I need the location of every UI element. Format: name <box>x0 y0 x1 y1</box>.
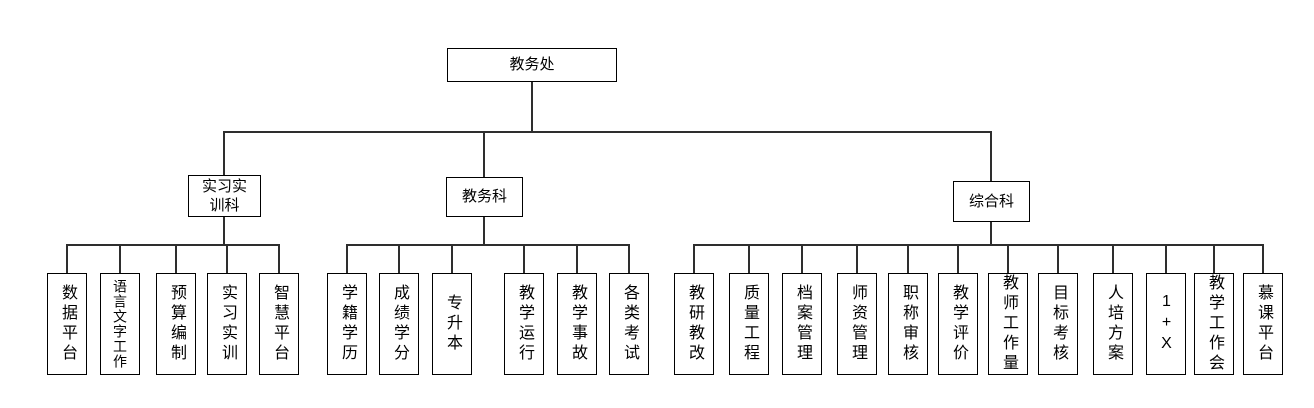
connectors <box>66 82 1264 274</box>
leaf-box: 预算编制 <box>156 273 196 375</box>
leaf-box: 目标考核 <box>1038 273 1078 375</box>
root-box: 教务处 <box>447 48 617 82</box>
leaf-box: 数据平台 <box>47 273 87 375</box>
leaf-box: 档案管理 <box>782 273 822 375</box>
leaf-box: 质量工程 <box>729 273 769 375</box>
leaf-box: 教学工作会 <box>1194 273 1234 375</box>
leaf-box: 慕课平台 <box>1243 273 1283 375</box>
leaf-box: 成绩学分 <box>379 273 419 375</box>
leaf-box: 教研教改 <box>674 273 714 375</box>
leaf-box: 实习实训 <box>207 273 247 375</box>
dept-box-jiaowuke: 教务科 <box>446 177 523 217</box>
leaf-box: 教学事故 <box>557 273 597 375</box>
leaf-box: 语言文字工作 <box>100 273 140 375</box>
leaf-box: 学籍学历 <box>327 273 367 375</box>
leaf-box: 教学评价 <box>938 273 978 375</box>
leaf-box: 智慧平台 <box>259 273 299 375</box>
leaf-box: 专升本 <box>432 273 472 375</box>
leaf-box: 教师工作量 <box>988 273 1028 375</box>
leaf-box: 教学运行 <box>504 273 544 375</box>
leaf-box: 各类考试 <box>609 273 649 375</box>
leaf-box: 1+X <box>1146 273 1186 375</box>
leaf-box: 人培方案 <box>1093 273 1133 375</box>
dept-label-line: 实习实 <box>201 177 247 195</box>
dept-box-zongheke: 综合科 <box>953 181 1030 222</box>
dept-label-line: 训科 <box>209 197 240 214</box>
leaf-box: 师资管理 <box>837 273 877 375</box>
dept-box-shixishixun: 实习实 训科 <box>188 175 261 217</box>
leaf-box: 职称审核 <box>888 273 928 375</box>
